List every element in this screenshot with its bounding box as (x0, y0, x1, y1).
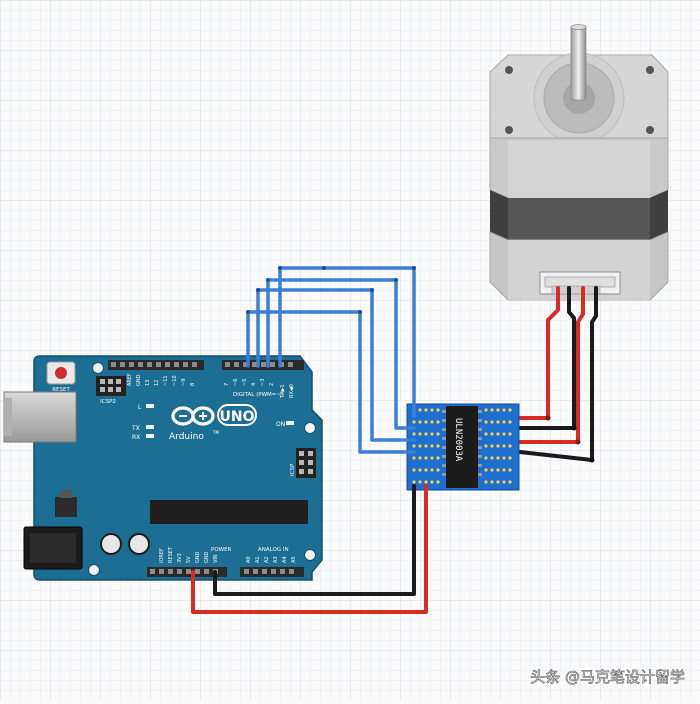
led-l-label: L (138, 404, 142, 411)
led-rx-label: RX (132, 434, 140, 441)
mount-hole (92, 362, 104, 374)
arduino-logo (171, 406, 215, 426)
svg-text:8: 8 (190, 383, 196, 386)
aref-label: AREF (127, 373, 133, 386)
svg-text:13: 13 (145, 380, 151, 386)
reset-label: RESET (52, 387, 70, 393)
svg-text:~9: ~9 (181, 379, 187, 386)
arduino-logo-symbols (179, 412, 207, 420)
watermark: 头条 @马克笔设计留学 (530, 668, 685, 686)
led-tx (146, 425, 154, 429)
gnd-label: GND (136, 374, 142, 386)
power-label: POWER (211, 547, 232, 553)
motor-screw (646, 126, 654, 134)
svg-text:12: 12 (154, 380, 160, 386)
svg-text:3V3: 3V3 (177, 553, 183, 563)
power-wires (191, 484, 428, 614)
trademark-label: TM (212, 430, 219, 435)
wire-red-5v (191, 484, 428, 614)
power-pin-labels: IOREF RESET 3V3 5V GND GND VIN (159, 546, 219, 563)
svg-text:~6: ~6 (233, 379, 239, 386)
svg-text:A2: A2 (264, 556, 270, 563)
icsp-label: ICSP (290, 463, 296, 476)
voltage-regulator (55, 497, 77, 517)
icsp2-label: ICSP2 (100, 399, 116, 405)
motor-shaft (570, 25, 587, 101)
arduino-uno-board: RESET ICSP2 AREF (3, 355, 323, 581)
svg-text:2: 2 (269, 383, 275, 386)
led-rx (146, 434, 154, 438)
wire-black-1 (518, 286, 576, 430)
wire-black-gnd (213, 484, 416, 596)
svg-text:A4: A4 (282, 556, 288, 563)
svg-text:~11: ~11 (163, 375, 169, 386)
usb-port (3, 391, 77, 443)
motor-screw (646, 66, 654, 74)
wire-red-1 (518, 286, 560, 420)
uno-badge (217, 404, 257, 426)
mount-hole (88, 564, 100, 576)
driver-solder-pads (412, 408, 512, 484)
motor-screw (505, 66, 513, 74)
svg-text:4: 4 (251, 383, 257, 386)
svg-text:A1: A1 (255, 556, 261, 563)
svg-text:TX▶1: TX▶1 (280, 384, 286, 399)
stepper-motor (489, 24, 669, 301)
svg-text:VIN: VIN (213, 554, 219, 563)
svg-text:~5: ~5 (242, 379, 248, 386)
wire-red-2 (518, 286, 585, 444)
led-on-label: ON (276, 421, 285, 428)
led-on (286, 421, 294, 425)
mount-hole (304, 422, 316, 434)
wire-black-2 (518, 286, 598, 462)
svg-text:GND: GND (195, 551, 201, 563)
analog-pin-labels: A0 A1 A2 A3 A4 A5 (246, 556, 297, 563)
svg-text:~10: ~10 (172, 375, 178, 386)
icsp2-header (100, 379, 121, 392)
chip-label: ULN2003A (453, 418, 463, 462)
motor-wires (518, 286, 598, 463)
motor-screw (505, 126, 513, 134)
svg-text:RX◀0: RX◀0 (289, 384, 295, 398)
svg-text:A5: A5 (291, 556, 297, 563)
atmega-chip (150, 500, 308, 524)
led-l (146, 404, 154, 408)
led-tx-label: TX (131, 425, 140, 432)
svg-text:7: 7 (224, 383, 230, 386)
digital-header-label: DIGITAL (PWM=~) (233, 392, 283, 398)
wire-blue-pin11 (278, 266, 416, 418)
uln2003-driver-board: ULN2003A (406, 403, 520, 491)
svg-text:A0: A0 (246, 556, 252, 563)
uln2003-chip (446, 406, 478, 488)
reset-button-cap (55, 367, 67, 379)
svg-text:A3: A3 (273, 556, 279, 563)
analog-label: ANALOG IN (258, 547, 289, 553)
wire-junctions (246, 266, 416, 314)
svg-text:~3: ~3 (260, 379, 266, 386)
svg-text:RESET: RESET (168, 546, 174, 563)
mount-hole (304, 549, 316, 561)
uno-label: UNO (220, 409, 255, 425)
svg-text:5V: 5V (186, 556, 192, 563)
arduino-brand-label: Arduino (169, 432, 204, 442)
svg-text:IOREF: IOREF (159, 548, 165, 563)
digital-pin-labels: AREF GND 13 12 ~11 ~10 ~9 8 7 ~6 ~5 4 ~3… (127, 373, 295, 399)
svg-text:GND: GND (204, 551, 210, 563)
